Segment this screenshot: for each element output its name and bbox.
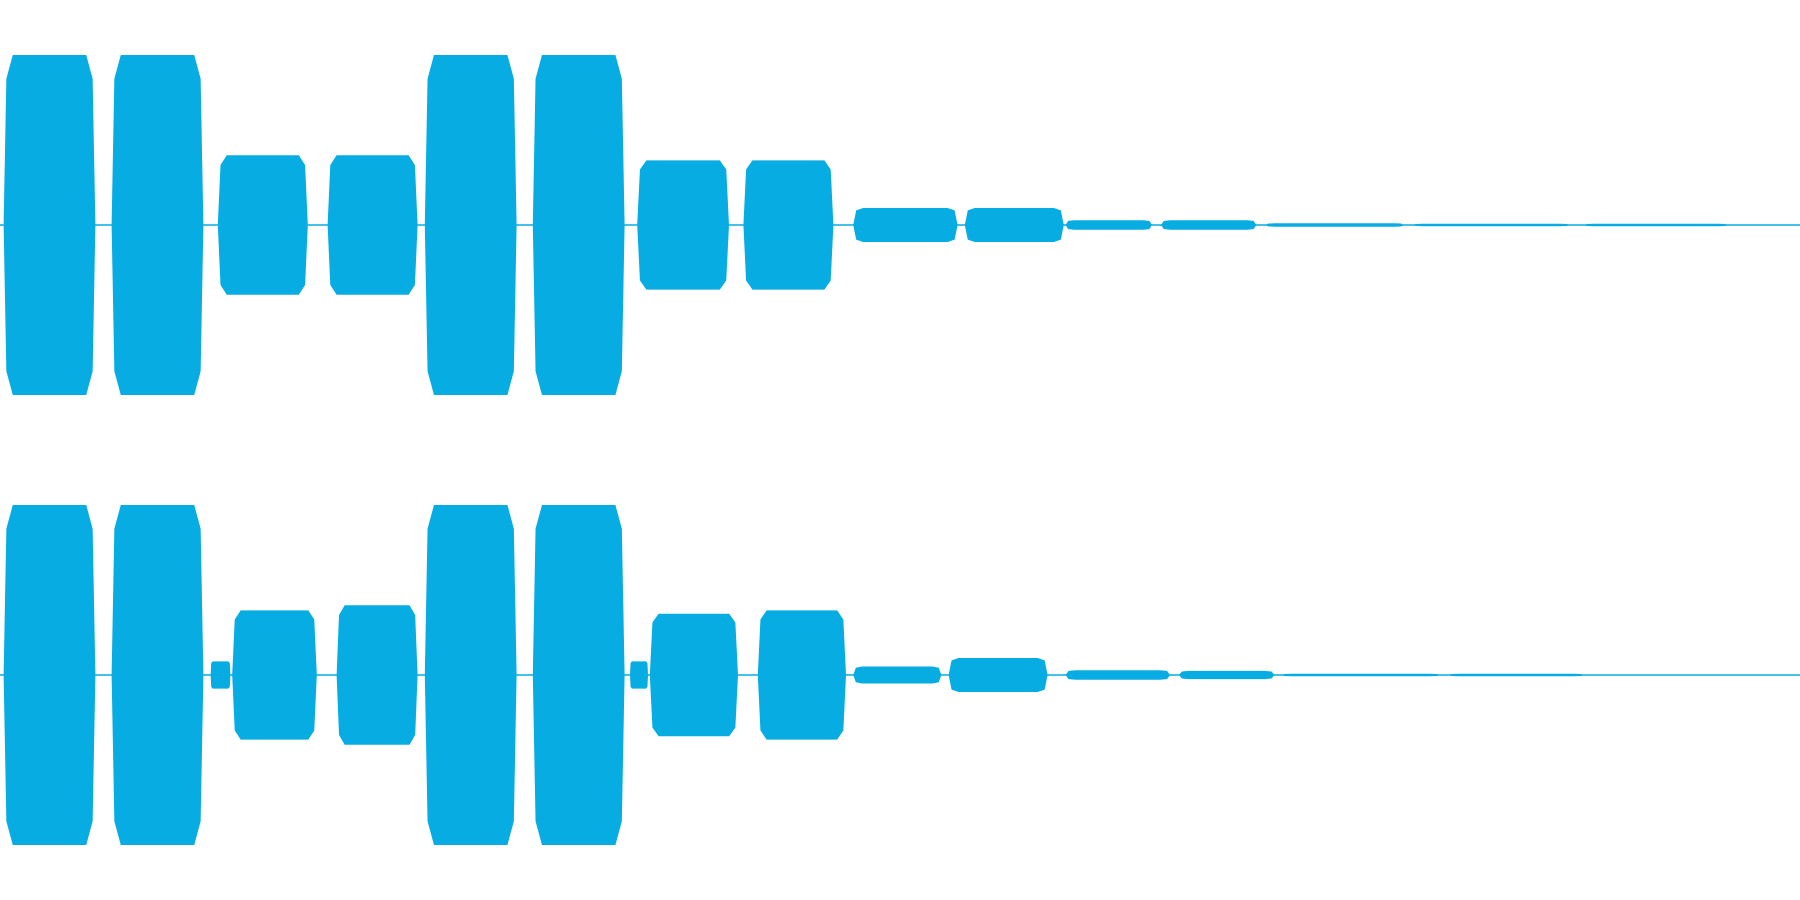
waveform-burst	[743, 160, 834, 290]
waveform-burst	[1065, 220, 1152, 230]
waveform-burst	[111, 55, 204, 395]
waveform-burst	[424, 55, 517, 395]
waveform-burst	[210, 661, 231, 689]
waveform-burst	[637, 160, 729, 290]
waveform-burst	[853, 666, 942, 684]
waveform-burst	[232, 610, 317, 740]
waveform-burst	[1281, 673, 1440, 677]
waveform-burst	[532, 55, 625, 395]
waveform-burst	[1413, 223, 1570, 227]
waveform-burst	[948, 658, 1048, 692]
waveform-burst	[1449, 673, 1584, 677]
waveform-burst	[649, 613, 738, 737]
waveform-burst	[532, 505, 625, 845]
waveform-burst	[3, 55, 96, 395]
waveform-burst	[853, 208, 958, 242]
waveform-burst	[111, 505, 204, 845]
waveform-burst	[1584, 223, 1728, 227]
waveform-burst	[217, 155, 308, 295]
waveform-burst	[336, 605, 418, 745]
waveform-channel-2	[0, 505, 1800, 845]
waveform-channel-1	[0, 55, 1800, 395]
waveform-burst	[1179, 670, 1275, 680]
waveform-burst	[630, 661, 648, 689]
waveform-burst	[327, 155, 418, 295]
waveform-burst	[1161, 220, 1257, 230]
waveform-burst	[757, 610, 846, 740]
waveform-burst	[1265, 223, 1404, 227]
waveform-burst	[1065, 670, 1170, 680]
waveform-burst	[424, 505, 517, 845]
waveform-burst	[3, 505, 96, 845]
waveform-burst	[964, 208, 1064, 242]
